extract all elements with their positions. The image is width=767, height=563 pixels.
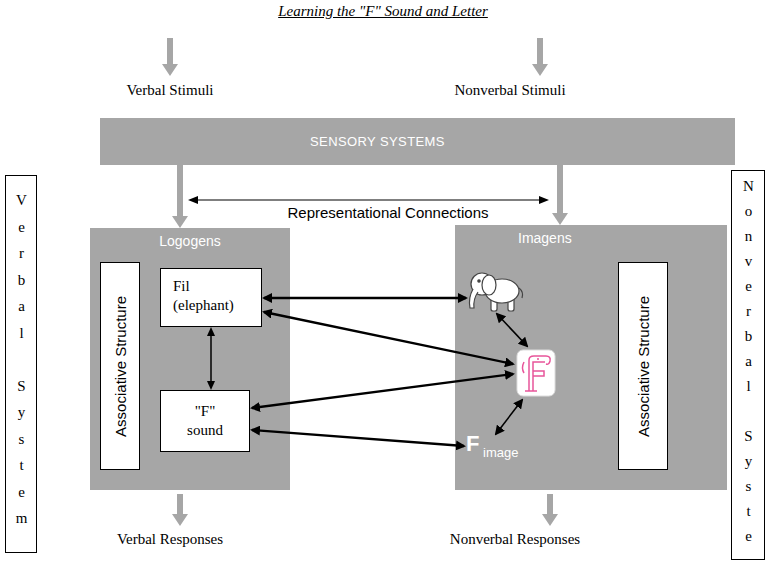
sensory-band: SENSORY SYSTEMS [100, 118, 735, 165]
arrow-head [552, 213, 568, 225]
associative-box: Associative Structure [618, 262, 668, 470]
box-text: Associative Structure [635, 296, 652, 437]
arrow-head [207, 327, 215, 336]
stimulus-label: Nonverbal Stimuli [410, 82, 610, 99]
stimulus-arrow [162, 38, 178, 76]
arrow-line [557, 165, 563, 214]
stimulus-arrow [532, 38, 548, 76]
system-box: LogogensAssociative Structure Fil (elepha… [90, 228, 290, 490]
system-label-box: Verbal System [5, 175, 37, 553]
response-arrow [172, 494, 188, 526]
box-text: SENSORY SYSTEMS [310, 134, 445, 149]
box-text: Nonverbal Syste [741, 178, 756, 553]
box-heading: Logogens [90, 233, 290, 249]
connection-label: Representational Connections [238, 204, 538, 221]
response-arrow [542, 494, 558, 526]
response-label: Verbal Responses [70, 531, 270, 548]
sound-box: "F" sound [160, 390, 250, 452]
associative-box: Associative Structure [100, 262, 140, 470]
response-label: Nonverbal Responses [415, 531, 615, 548]
arrow-line [210, 335, 212, 382]
arrow-line [177, 165, 183, 217]
stimulus-label: Verbal Stimuli [70, 82, 270, 99]
connector-arrow [552, 165, 568, 225]
representational-arrow [188, 196, 549, 204]
arrow-line [196, 199, 541, 200]
box-text: Verbal System [14, 192, 29, 537]
box-text: "F" sound [179, 402, 231, 440]
arrow-head [207, 381, 215, 390]
system-label-box: Nonverbal Syste [731, 170, 765, 560]
box-heading: Imagens [518, 230, 572, 246]
box-text: Fil (elephant) [173, 277, 249, 315]
word-box: Fil (elephant) [160, 268, 262, 327]
diagram-title: Learning the "F" Sound and Letter [183, 3, 583, 20]
connector-arrow [207, 327, 215, 390]
box-text: Associative Structure [112, 296, 129, 437]
arrow-head [172, 216, 188, 228]
arrow-head [539, 196, 549, 204]
arrow-head [188, 196, 198, 204]
referential-arrow [264, 297, 466, 299]
image-label: image [483, 445, 543, 460]
connector-arrow [172, 165, 188, 228]
